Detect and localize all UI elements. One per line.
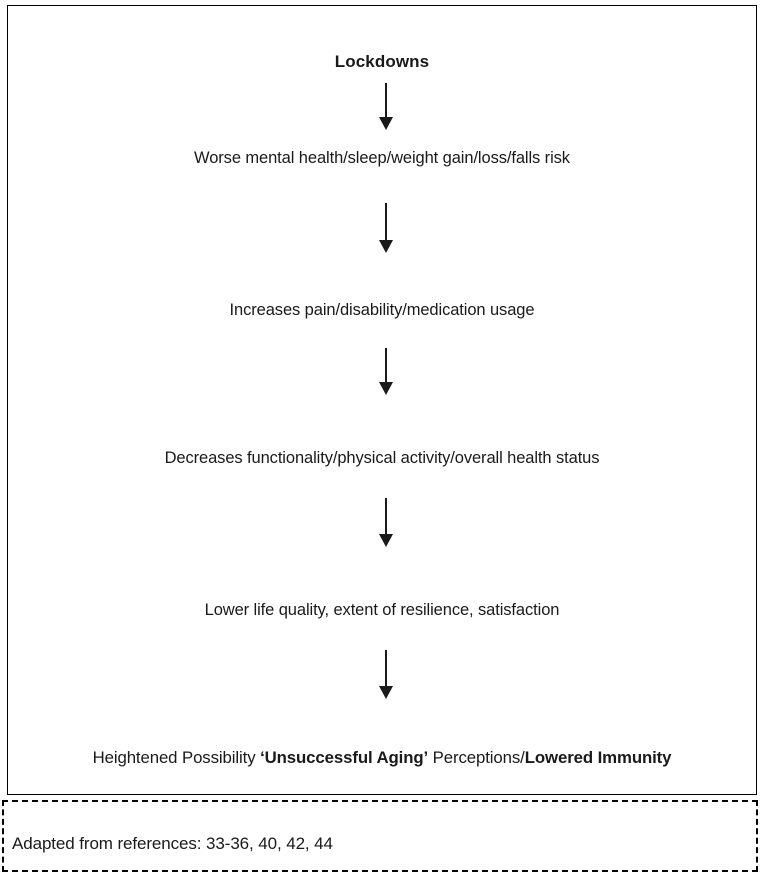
arrow-down-icon-2 (379, 203, 393, 254)
flow-node-lockdowns: Lockdowns (334, 52, 430, 71)
flowchart: Lockdowns Worse mental health/sleep/weig… (8, 6, 756, 794)
flow-node-lower-quality: Lower life quality, extent of resilience… (204, 601, 560, 619)
final-segment-bold-1: ‘Unsuccessful Aging’ (260, 748, 429, 767)
arrow-shaft (385, 348, 387, 384)
flow-node-unsuccessful-aging: Heightened Possibility ‘Unsuccessful Agi… (8, 748, 756, 769)
arrow-shaft (385, 650, 387, 688)
flow-node-worse-health: Worse mental health/sleep/weight gain/lo… (194, 149, 570, 167)
arrow-shaft (385, 498, 387, 536)
arrow-down-icon-5 (379, 650, 393, 700)
arrow-shaft (385, 83, 387, 119)
arrow-down-icon-1 (379, 83, 393, 131)
arrow-head (379, 534, 393, 547)
arrow-head (379, 382, 393, 395)
final-segment-bold-2: Lowered Immunity (524, 748, 672, 767)
arrow-shaft (385, 203, 387, 242)
caption-text: Adapted from references: 33-36, 40, 42, … (12, 834, 333, 853)
flow-node-decreases: Decreases functionality/physical activit… (164, 449, 600, 467)
final-segment-plain-1: Heightened Possibility (92, 748, 261, 767)
flow-node-increases: Increases pain/disability/medication usa… (229, 301, 535, 319)
arrow-head (379, 240, 393, 253)
arrow-down-icon-3 (379, 348, 393, 396)
final-segment-plain-2: Perceptions/ (428, 748, 525, 767)
caption-box: Adapted from references: 33-36, 40, 42, … (2, 800, 758, 872)
arrow-down-icon-4 (379, 498, 393, 548)
figure-panel: Lockdowns Worse mental health/sleep/weig… (7, 5, 757, 795)
arrow-head (379, 117, 393, 130)
arrow-head (379, 686, 393, 699)
